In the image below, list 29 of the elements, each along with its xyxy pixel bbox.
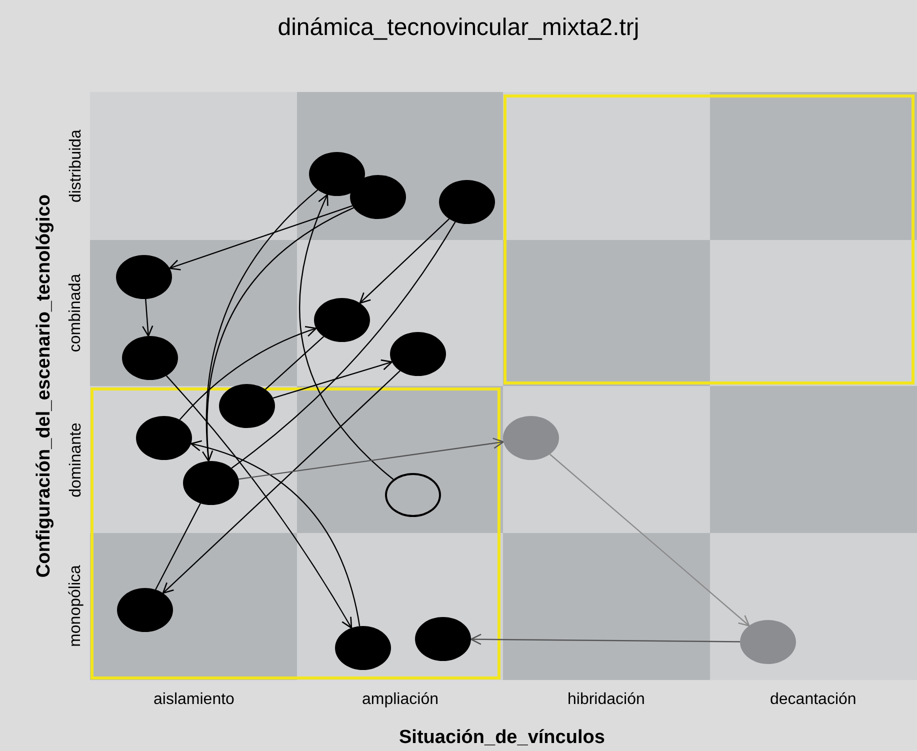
trajectory-line (264, 336, 324, 390)
trajectory-arrow (169, 205, 353, 270)
chart-title: dinámica_tecnovincular_mixta2.trj (276, 14, 640, 42)
trajectory-arrow (299, 194, 394, 480)
axis-title: Situación_de_vínculos (399, 727, 605, 749)
trajectory-arrow (162, 370, 400, 594)
trajectory-arrow (238, 438, 504, 480)
axis-title: Configuración_del_escenario_tecnológico (33, 194, 56, 578)
trajectory-arrow (359, 218, 450, 304)
trajectory-arrow (166, 375, 352, 629)
axis-tick-label: monopólica (66, 565, 85, 647)
trajectory-arrow (202, 189, 318, 462)
trajectory-arrow (190, 440, 360, 626)
trajectory-arrow (179, 326, 317, 420)
trajectory-arrow (549, 454, 750, 626)
axis-tick-label: combinada (67, 274, 86, 352)
trajectory-line (155, 503, 201, 590)
trajectory-arrow (272, 359, 393, 399)
start-point-marker (385, 473, 441, 517)
trajectory-arrow (470, 634, 740, 645)
axis-tick-label: decantación (770, 691, 856, 709)
trajectory-arrow (142, 298, 154, 337)
trajectory-line (231, 222, 456, 469)
axis-tick-label: aislamiento (154, 691, 234, 709)
trajectory-line (206, 207, 354, 462)
axis-tick-label: distribuida (66, 130, 85, 202)
axis-tick-label: hibridación (568, 691, 645, 709)
axis-tick-label: dominante (66, 422, 85, 498)
axis-tick-label: ampliación (362, 691, 438, 709)
